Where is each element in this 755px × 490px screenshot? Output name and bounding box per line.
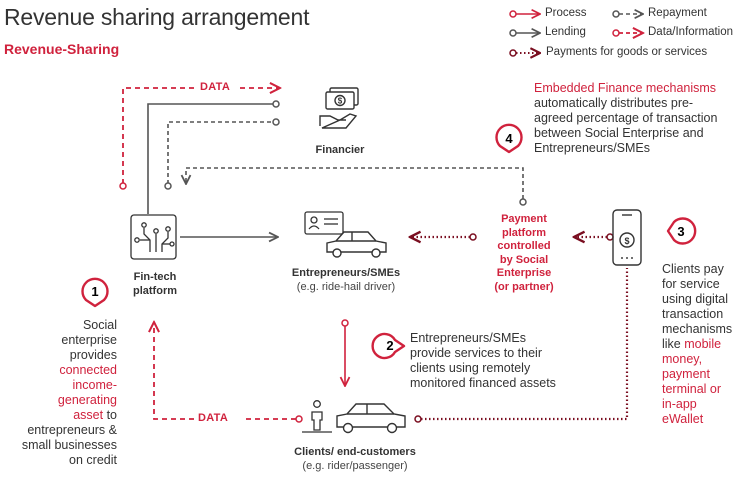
step-1-line: on credit	[69, 453, 117, 467]
legend-data-label: Data/Information	[648, 26, 734, 38]
step-1-line: enterprise	[61, 333, 117, 347]
entrepreneurs-sub: (e.g. ride-hail driver)	[296, 281, 396, 293]
client-car-icon	[336, 403, 406, 434]
smartphone-dollar-icon: $	[612, 209, 642, 266]
legend-repayment-line	[612, 11, 643, 17]
step-2-badge: 2	[371, 332, 406, 360]
payment-platform-label: Payment platform controlled by Social En…	[484, 213, 564, 294]
payment-platform-line: platform	[502, 226, 546, 239]
step-3-line: Clients pay	[662, 262, 724, 276]
payment-platform-line: Enterprise	[496, 267, 552, 279]
fintech-label-line2: platform	[133, 285, 177, 297]
step-3-highlight: payment	[662, 367, 710, 381]
step-4-highlight: Embedded Finance mechanisms	[534, 81, 717, 95]
legend-lending-label: Lending	[545, 26, 586, 38]
id-card-icon	[304, 211, 344, 235]
step-1-asset-word: asset	[73, 408, 104, 422]
clients-sub: (e.g. rider/passenger)	[302, 460, 408, 472]
step-1-line-highlight: connected	[59, 363, 117, 377]
payment-platform-line: controlled	[497, 240, 551, 252]
clients-to-phone	[421, 268, 629, 421]
legend-process-line	[509, 11, 540, 17]
data-flow-top	[122, 88, 280, 184]
car-icon	[326, 231, 387, 258]
step-2-line: Entrepreneurs/SMEs	[410, 331, 527, 345]
step-3-line: transaction	[662, 307, 724, 321]
step-3-highlight: eWallet	[662, 412, 704, 426]
step-3-highlight: mobile	[684, 337, 722, 351]
lending-flow	[147, 103, 273, 214]
circuit-chip-icon	[130, 214, 177, 260]
step-1-line-highlight: income-	[72, 378, 117, 392]
entrepreneurs-label: Entrepreneurs/SMEs	[291, 267, 401, 279]
step-badge-icon	[83, 251, 109, 277]
step-3-highlight: money,	[662, 352, 703, 366]
step-1-number: 1	[91, 284, 98, 299]
step-1-line: small businesses	[21, 438, 117, 452]
step-2-line: monitored financed assets	[410, 376, 556, 390]
step-4-badge: 4	[495, 123, 523, 154]
step-1-line-mixed: asset to	[4, 408, 117, 423]
step-1-description: Social enterprise provides connected inc…	[4, 318, 117, 468]
fintech-label-line1: Fin-tech	[133, 271, 177, 283]
money-hand-icon: $	[319, 87, 359, 129]
step-3-highlight: in-app	[662, 397, 697, 411]
step-4-number: 4	[505, 131, 513, 146]
step-3-line: using digital	[662, 292, 729, 306]
step-1-line: provides	[69, 348, 117, 362]
data-label-top: DATA	[200, 81, 231, 93]
repayment-flow-financier	[167, 121, 273, 184]
legend-payments-label: Payments for goods or services	[546, 46, 708, 58]
svg-text:$: $	[338, 97, 343, 106]
step-3-line-mixed: like mobile	[662, 337, 754, 352]
payment-platform-line: (or partner)	[494, 280, 554, 293]
legend-lending-line	[509, 30, 540, 36]
step-3-highlight: terminal or	[662, 382, 722, 396]
step-1-line: Social	[82, 318, 117, 332]
payment-platform-line: Payment	[501, 213, 547, 225]
clients-label: Clients/ end-customers	[294, 446, 416, 458]
person-icon	[302, 400, 332, 433]
svg-text:$: $	[624, 236, 629, 246]
step-2-line: provide services to their	[410, 346, 543, 360]
step-4-line: automatically distributes pre-	[534, 96, 694, 110]
step-2-description: Entrepreneurs/SMEs provide services to t…	[410, 331, 610, 391]
step-4-line: agreed percentage of transaction	[534, 111, 718, 125]
step-3-like-word: like	[662, 337, 685, 351]
step-4-description: Embedded Finance mechanisms automaticall…	[534, 81, 754, 156]
step-3-number: 3	[677, 224, 684, 239]
legend-process-label: Process	[545, 7, 587, 19]
step-1-badge: 1	[81, 277, 109, 308]
step-1-line-highlight: generating	[57, 393, 117, 407]
legend-payments-line	[509, 50, 540, 56]
legend-repayment-label: Repayment	[648, 7, 707, 19]
step-4-line: Entrepreneurs/SMEs	[534, 141, 651, 155]
page-subtitle: Revenue-Sharing	[4, 41, 120, 57]
legend-data-line	[612, 30, 643, 36]
repayment-flow-platform	[186, 167, 524, 199]
fintech-label: Fin-tech platform	[113, 270, 197, 298]
data-flow-bottom	[154, 322, 296, 420]
step-1-to-word: to	[103, 408, 117, 422]
payment-platform-line: by Social	[499, 253, 549, 266]
step-2-number: 2	[386, 338, 393, 353]
step-3-badge: 3	[666, 217, 697, 245]
step-3-description: Clients pay for service using digital tr…	[662, 262, 754, 427]
step-3-line: for service	[662, 277, 720, 291]
page-title: Revenue sharing arrangement	[4, 4, 310, 30]
step-2-line: clients using remotely	[410, 361, 531, 375]
step-4-line: between Social Enterprise and	[534, 126, 704, 140]
step-3-line: mechanisms	[662, 322, 733, 336]
financier-label: Financier	[315, 144, 365, 156]
step-1-line: entrepreneurs &	[27, 423, 117, 437]
data-label-bottom: DATA	[198, 412, 229, 424]
